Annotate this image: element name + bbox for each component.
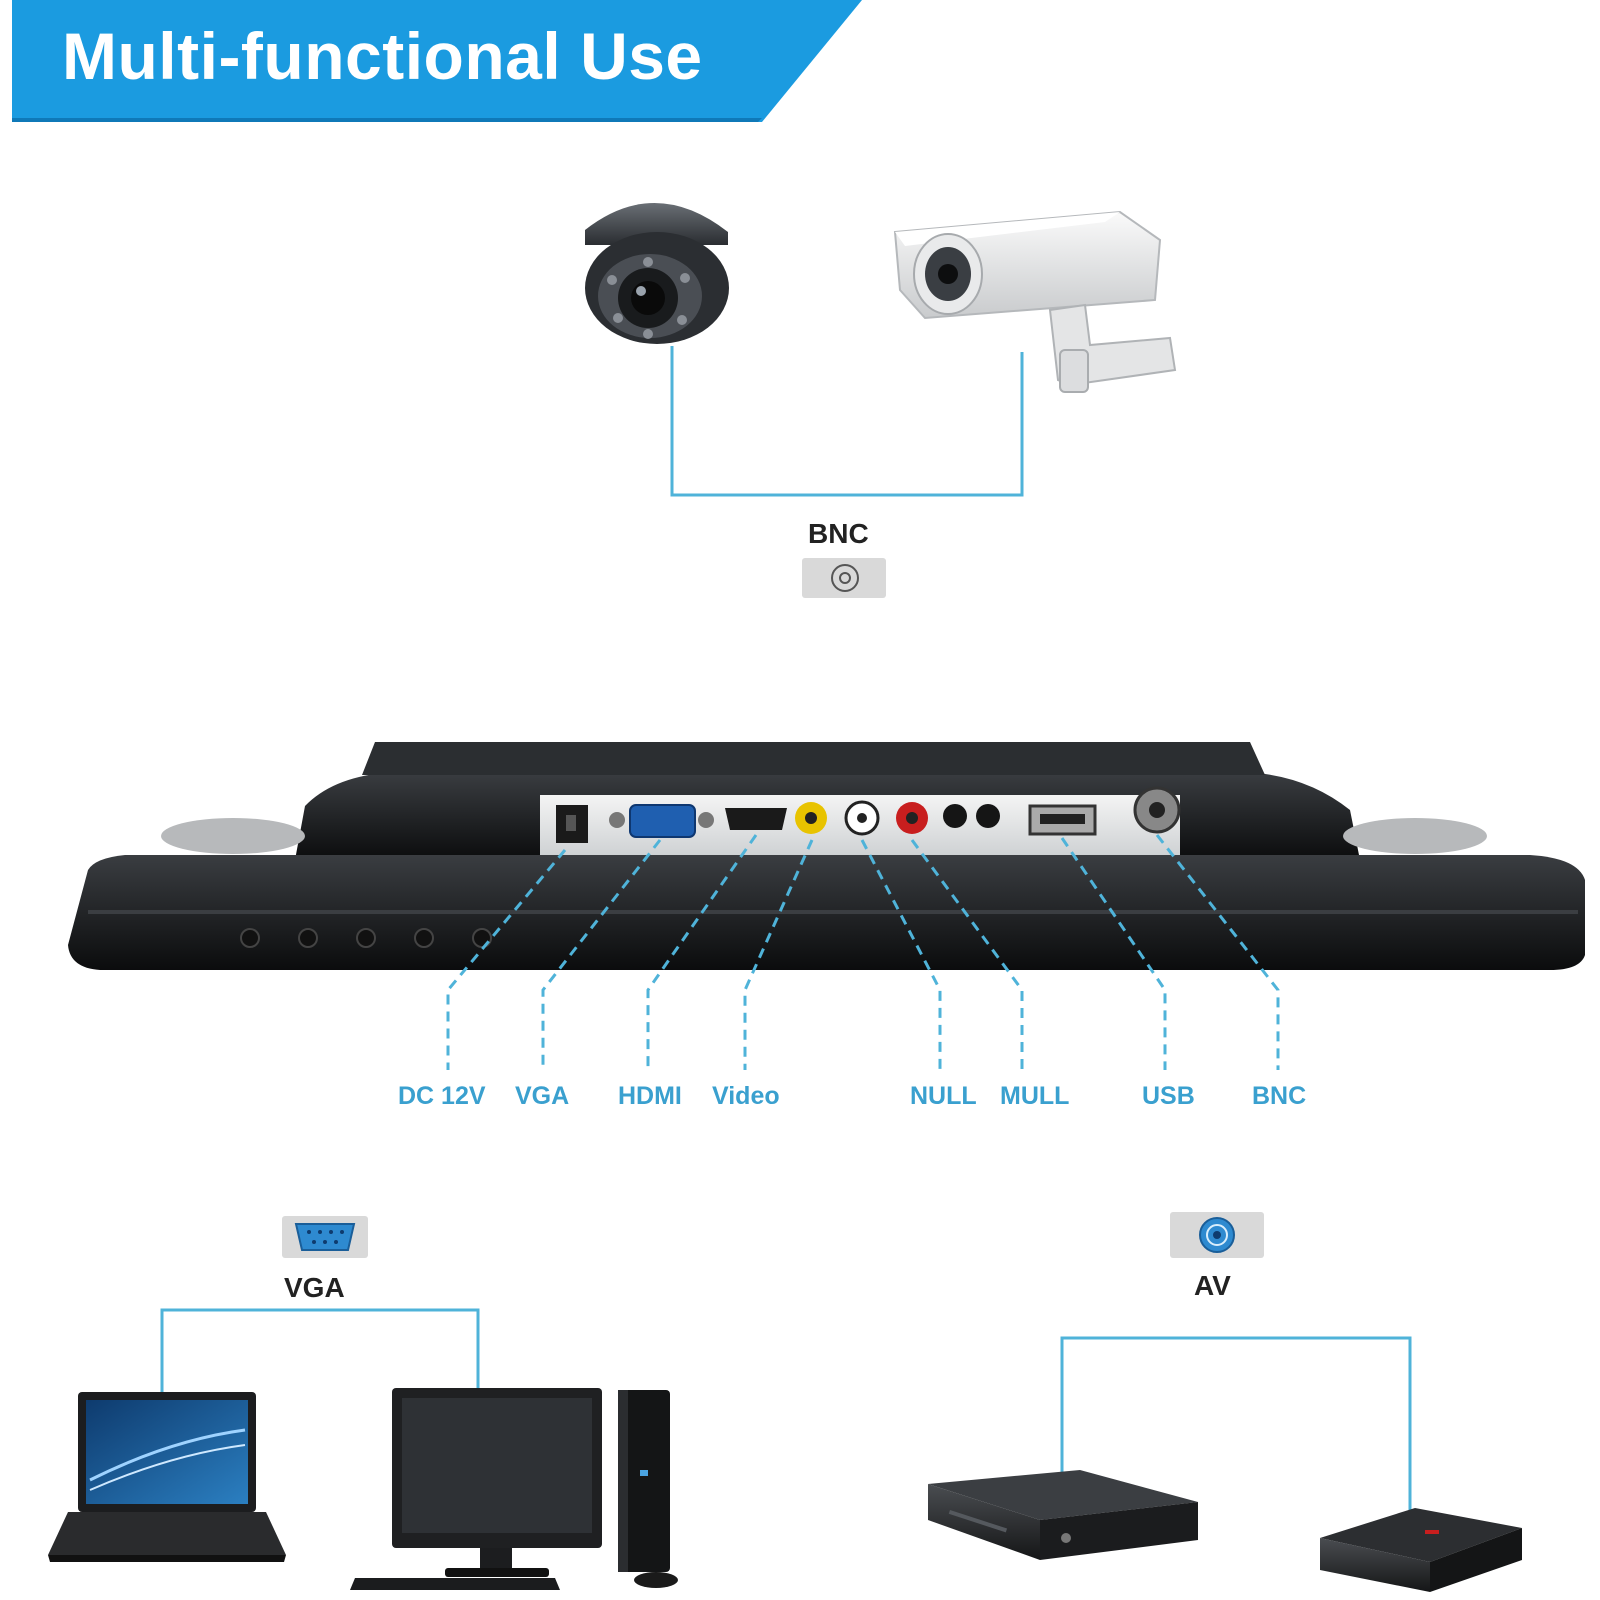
- port-label-dc-12v: DC 12V: [398, 1082, 486, 1110]
- port-label-usb: USB: [1142, 1082, 1195, 1110]
- port-label-vga: VGA: [515, 1082, 570, 1110]
- header-banner: Multi-functional Use: [12, 0, 862, 122]
- bullet-camera-icon: [893, 210, 1177, 393]
- vga-connection-line: [160, 1308, 480, 1392]
- port-leader-lines: [446, 834, 1280, 1070]
- desktop-pc-icon: [350, 1388, 678, 1590]
- page-title: Multi-functional Use: [62, 19, 703, 93]
- banner-background: [12, 0, 862, 122]
- dome-camera-icon: [585, 202, 729, 344]
- av-port-icon: [1170, 1212, 1264, 1258]
- port-label-bnc: BNC: [1252, 1082, 1307, 1110]
- port-label-mull: MULL: [1000, 1082, 1070, 1110]
- port-label-hdmi: HDMI: [618, 1082, 682, 1110]
- port-label-null: NULL: [910, 1082, 977, 1110]
- vga-port-icon: [282, 1216, 368, 1258]
- monitor-rear-panel: [68, 742, 1585, 970]
- port-label-video: Video: [712, 1082, 780, 1110]
- vga-group-label: VGA: [284, 1272, 345, 1303]
- bnc-top-label: BNC: [808, 518, 869, 549]
- bnc-port-icon: [802, 558, 886, 598]
- av-group-label: AV: [1194, 1270, 1231, 1301]
- set-top-box-icon: [1320, 1508, 1522, 1592]
- dvd-player-icon: [928, 1470, 1198, 1560]
- bnc-connection-line: [670, 346, 1024, 497]
- laptop-icon: [48, 1392, 286, 1562]
- av-connection-line: [1060, 1336, 1412, 1512]
